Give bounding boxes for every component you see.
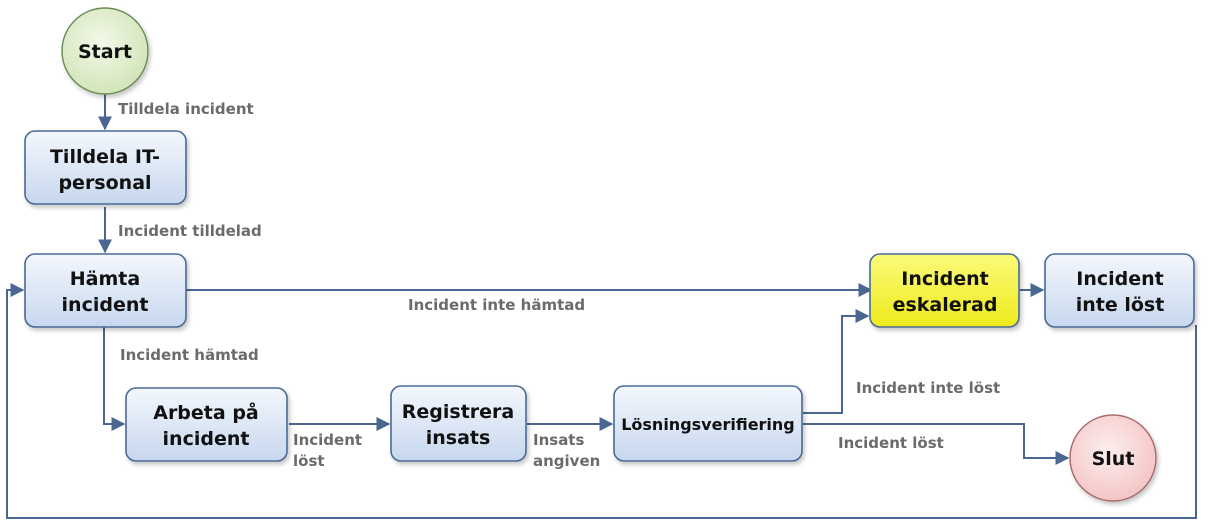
node-solution-verification: Lösningsverifiering (613, 385, 803, 462)
label-incident-solved: Incident löst (838, 434, 944, 452)
node-assign-it-staff: Tilldela IT- personal (24, 130, 187, 205)
label-effort-line1: Insats (533, 431, 584, 449)
register-label-line1: Registrera (402, 401, 514, 423)
register-label-line2: insats (426, 427, 491, 449)
node-end: Slut (1069, 414, 1157, 502)
escalated-label-line2: eskalerad (893, 294, 998, 316)
work-label-line2: incident (163, 428, 250, 450)
node-register-effort: Registrera insats (390, 385, 527, 462)
fetch-label-line2: incident (62, 294, 149, 316)
label-incident-solved-line2: löst (293, 452, 325, 470)
verify-label: Lösningsverifiering (621, 415, 795, 434)
end-label: Slut (1092, 448, 1135, 470)
unresolved-label-line2: inte löst (1076, 294, 1165, 316)
work-label-line1: Arbeta på (153, 400, 259, 424)
node-fetch-incident: Hämta incident (24, 253, 187, 328)
label-incident-assigned: Incident tilldelad (118, 222, 262, 240)
edge-verify-to-escalated (803, 309, 870, 414)
node-start: Start (61, 7, 149, 95)
node-work-on-incident: Arbeta på incident (125, 387, 288, 462)
escalated-label-line1: Incident (901, 268, 988, 290)
label-effort-line2: angiven (533, 452, 600, 470)
label-incident-fetched: Incident hämtad (120, 346, 259, 364)
edge-verify-to-end (803, 423, 1070, 465)
start-label: Start (78, 41, 132, 63)
label-incident-not-fetched: Incident inte hämtad (408, 296, 585, 314)
edge-fetch-to-work (103, 327, 126, 431)
fetch-label-line1: Hämta (70, 268, 140, 290)
label-incident-solved-line1: Incident (293, 431, 362, 449)
label-assign-incident: Tilldela incident (118, 100, 254, 118)
node-incident-unresolved: Incident inte löst (1044, 253, 1195, 328)
label-incident-not-solved: Incident inte löst (856, 379, 1000, 397)
edge-unresolved-loop-back (6, 283, 1197, 519)
node-incident-escalated: Incident eskalerad (869, 253, 1020, 328)
edge-labels: Tilldela incident Incident tilldelad Inc… (118, 100, 1000, 470)
unresolved-label-line1: Incident (1076, 268, 1163, 290)
assign-label-line2: personal (58, 172, 151, 194)
assign-label-line1: Tilldela IT- (50, 146, 160, 168)
connectors (6, 93, 1197, 519)
